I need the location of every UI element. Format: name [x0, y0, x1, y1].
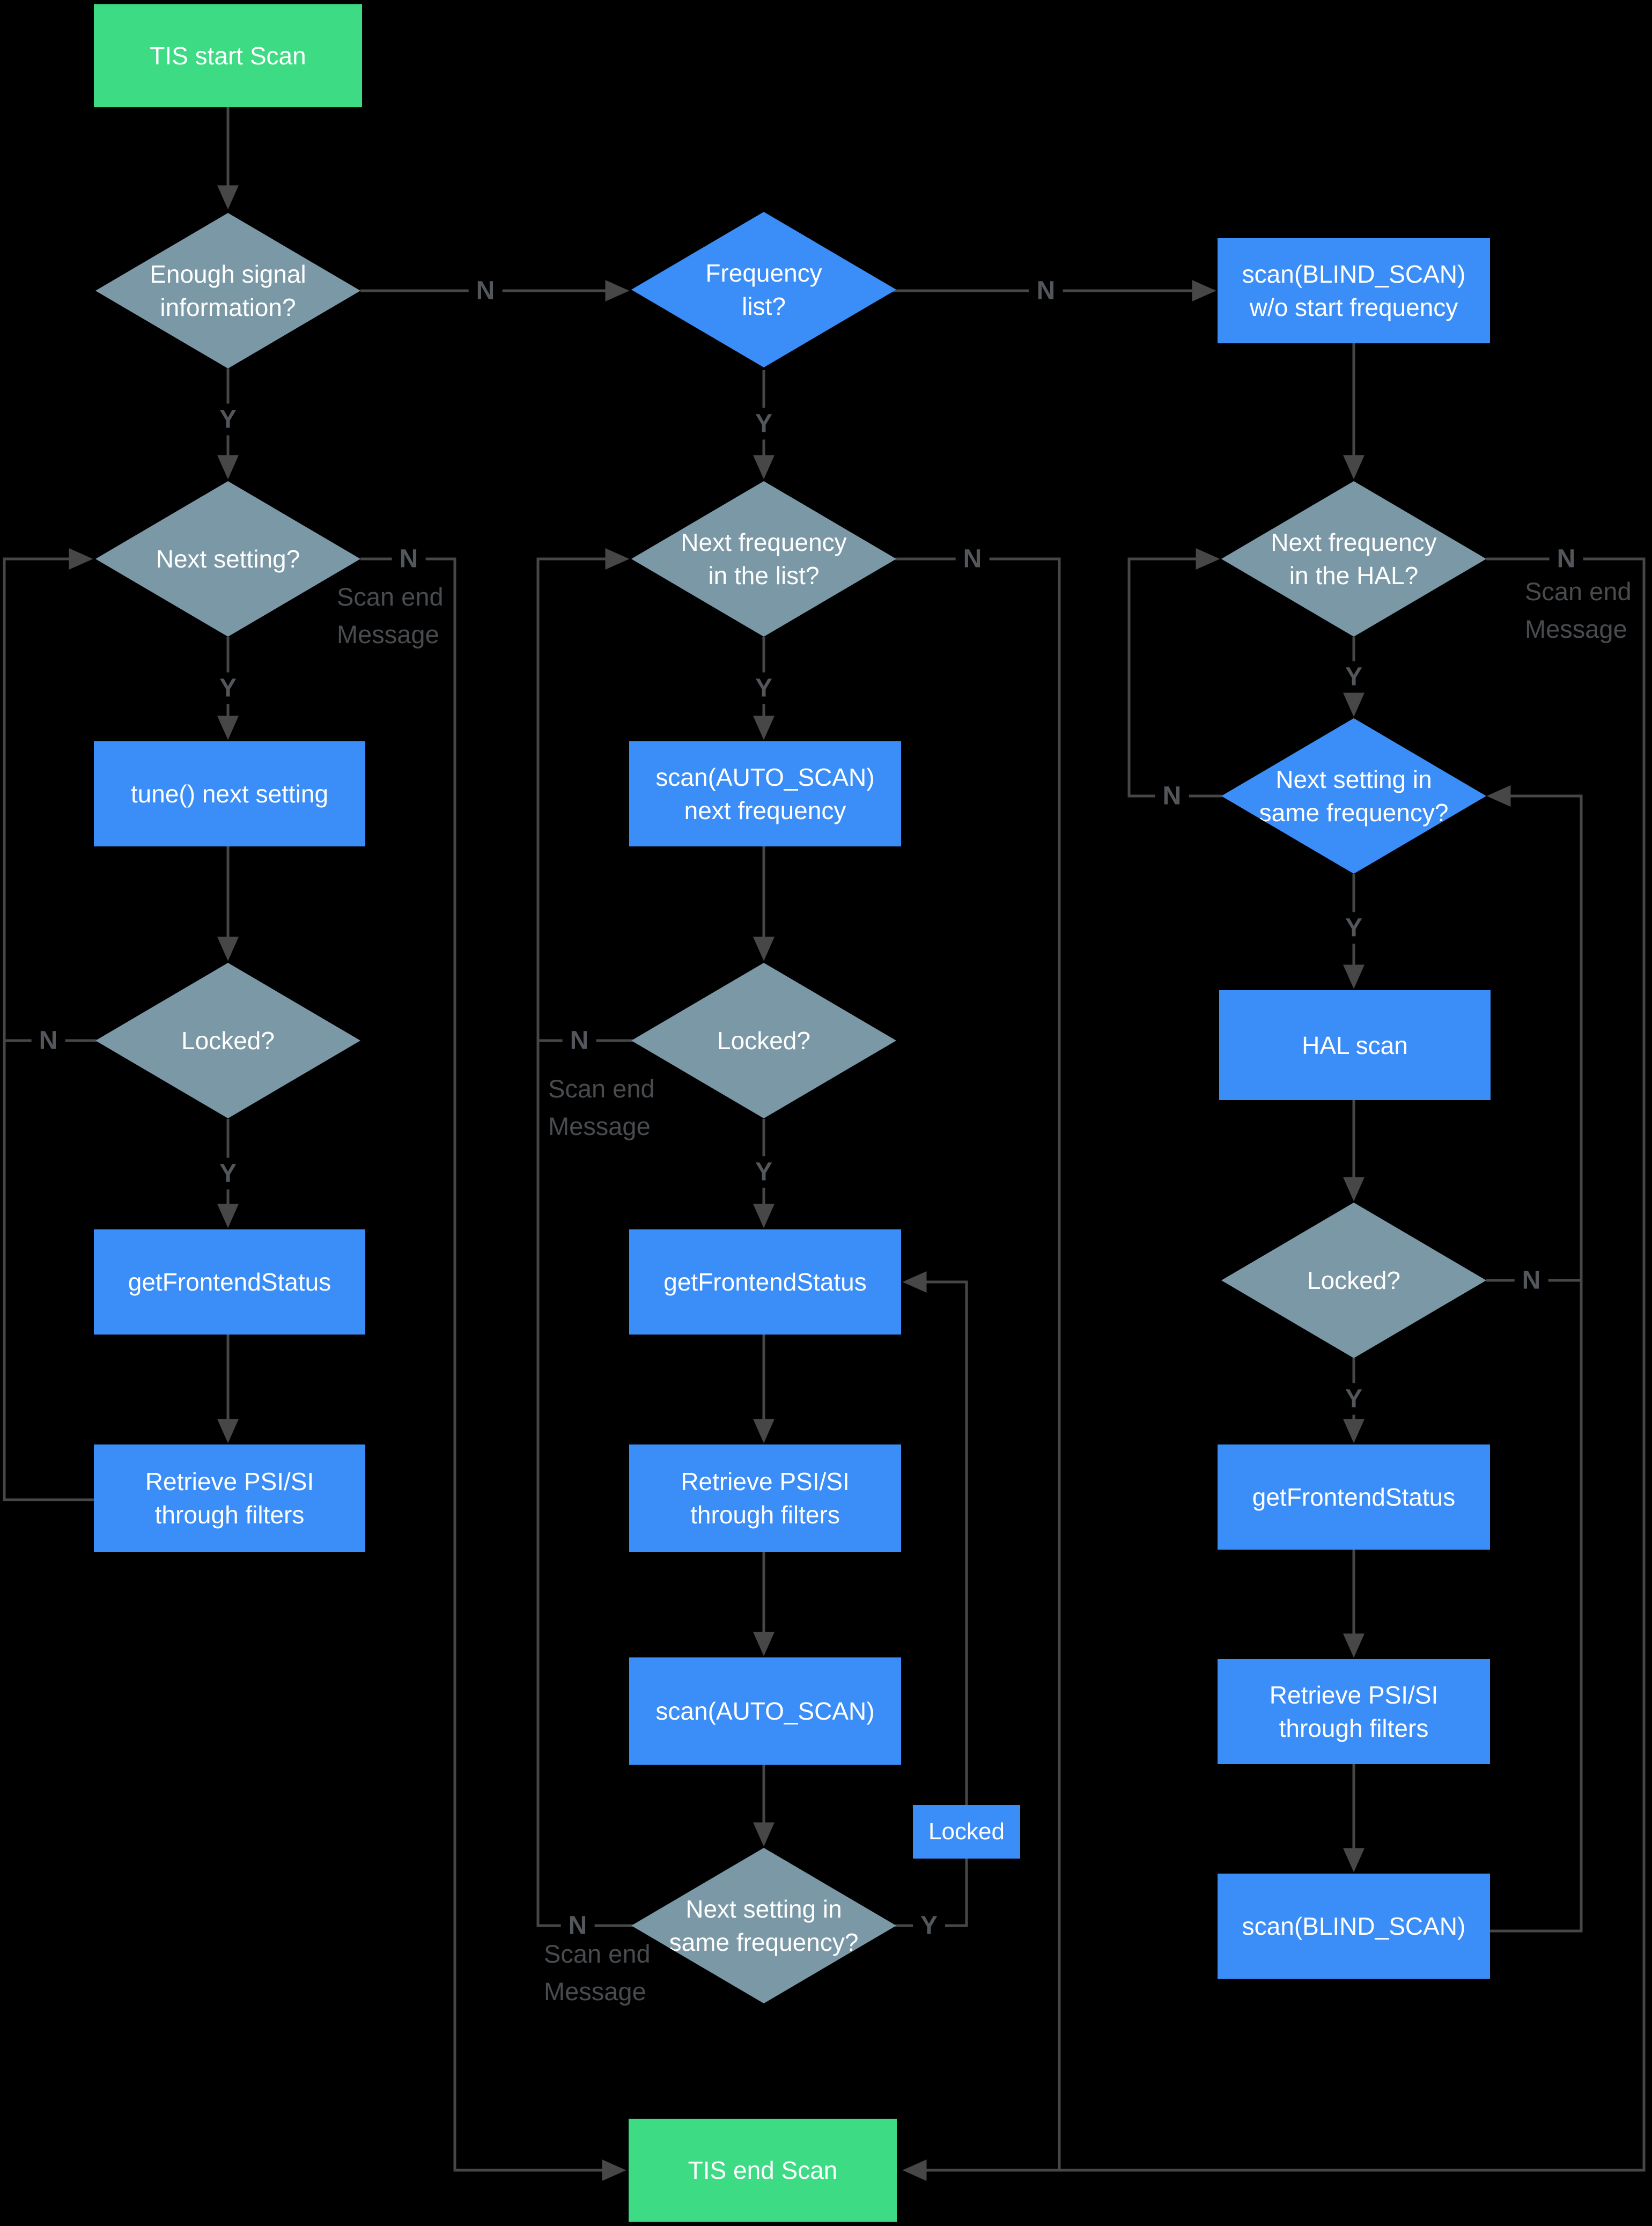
- node-get-frontend-status-1: getFrontendStatus: [94, 1229, 365, 1335]
- node-label: Locked: [928, 1818, 1005, 1845]
- node-retrieve-psi-1: Retrieve PSI/SI through filters: [94, 1444, 365, 1552]
- edge-samefreq-right-no-loop: [1127, 548, 1222, 798]
- node-get-frontend-status-3: getFrontendStatus: [1218, 1444, 1490, 1550]
- edge-nextfreq-no: [895, 557, 1061, 2170]
- node-label: Locked?: [1307, 1266, 1400, 1294]
- node-scan-auto-scan: scan(AUTO_SCAN): [629, 1657, 901, 1765]
- node-label: getFrontendStatus: [1252, 1483, 1456, 1511]
- edge-label-no-samefreq-right: N: [1155, 780, 1189, 812]
- node-label: getFrontendStatus: [128, 1268, 331, 1296]
- edge-label-yes-halfreq: Y: [1337, 661, 1370, 693]
- node-tis-end-scan: TIS end Scan: [629, 2119, 897, 2222]
- node-retrieve-psi-3: Retrieve PSI/SI through filters: [1218, 1659, 1490, 1764]
- edge-label-yes-enough: Y: [211, 403, 245, 436]
- edge-label-yes-samefreq-mid: Y: [912, 1910, 946, 1942]
- edge-label-yes-samefreq-right: Y: [1337, 912, 1370, 944]
- annotation-scan-end-message-2: Scan end Message: [548, 1074, 655, 1140]
- node-label: Retrieve PSI/SI through filters: [681, 1468, 850, 1529]
- edge-label-no-freqlist: N: [1029, 275, 1063, 307]
- edge-label-no-locked2: N: [562, 1024, 596, 1057]
- node-get-frontend-status-2: getFrontendStatus: [629, 1229, 901, 1335]
- annotation-scan-end-message-3: Scan end Message: [544, 1940, 651, 2006]
- node-label: getFrontendStatus: [663, 1268, 867, 1296]
- node-scan-auto-scan-next-frequency: scan(AUTO_SCAN) next frequency: [629, 741, 901, 846]
- edge-label-yes-nextsetting: Y: [211, 672, 245, 704]
- edge-label-no-nextfreqlist: N: [955, 543, 990, 575]
- node-label: Retrieve PSI/SI through filters: [145, 1468, 314, 1529]
- edge-label-yes-freqlist: Y: [747, 408, 780, 440]
- node-label: Next setting in same frequency?: [669, 1895, 859, 1956]
- edge-scanblind-loop: [1486, 785, 1583, 1933]
- edge-psi1-loop: [3, 548, 95, 1501]
- node-label: Next setting?: [156, 545, 300, 573]
- node-hal-scan: HAL scan: [1219, 990, 1491, 1100]
- node-label: Next frequency in the list?: [681, 528, 847, 589]
- node-label: TIS start Scan: [150, 42, 306, 70]
- node-tune-next-setting: tune() next setting: [94, 741, 365, 846]
- node-label: TIS end Scan: [688, 2156, 838, 2184]
- node-label: scan(BLIND_SCAN): [1242, 1912, 1466, 1940]
- annotation-scan-end-message-1: Scan end Message: [337, 583, 444, 648]
- node-locked-tag: Locked: [913, 1805, 1020, 1859]
- node-label: Next frequency in the HAL?: [1271, 528, 1437, 589]
- edge-label-no-locked1: N: [31, 1024, 65, 1057]
- edge-label-yes-nextfreqlist: Y: [747, 672, 780, 704]
- edge-label-yes-locked3: Y: [1337, 1383, 1370, 1415]
- edge-label-yes-locked1: Y: [211, 1158, 245, 1190]
- edge-label-no-enough: N: [468, 275, 503, 307]
- node-label: Retrieve PSI/SI through filters: [1269, 1681, 1439, 1742]
- node-tis-start-scan: TIS start Scan: [94, 4, 362, 107]
- edge-label-no-nextsetting: N: [392, 543, 426, 575]
- node-label: Frequency list?: [705, 259, 822, 320]
- edge-label-no-samefreq-mid: N: [560, 1910, 595, 1942]
- node-label: scan(AUTO_SCAN) next frequency: [655, 763, 875, 824]
- annotation-scan-end-message-4: Scan end Message: [1525, 577, 1632, 643]
- edge-label-yes-locked2: Y: [747, 1156, 780, 1188]
- node-label: Next setting in same frequency?: [1259, 765, 1449, 827]
- edge-samefreq-mid-no-loop: [536, 548, 633, 1927]
- edge-label-no-halfreq: N: [1549, 543, 1583, 575]
- node-retrieve-psi-2: Retrieve PSI/SI through filters: [629, 1444, 901, 1552]
- node-label: Locked?: [181, 1027, 275, 1055]
- node-label: HAL scan: [1302, 1031, 1408, 1059]
- node-scan-blind-scan-wo-start-frequency: scan(BLIND_SCAN) w/o start frequency: [1218, 238, 1490, 343]
- edge-label-no-locked3: N: [1514, 1264, 1548, 1296]
- node-label: scan(BLIND_SCAN) w/o start frequency: [1242, 260, 1466, 321]
- node-label: Enough signal information?: [150, 260, 306, 321]
- node-label: scan(AUTO_SCAN): [655, 1697, 875, 1725]
- node-scan-blind-scan: scan(BLIND_SCAN): [1218, 1874, 1490, 1979]
- node-label: tune() next setting: [130, 780, 329, 808]
- node-label: Locked?: [717, 1027, 810, 1055]
